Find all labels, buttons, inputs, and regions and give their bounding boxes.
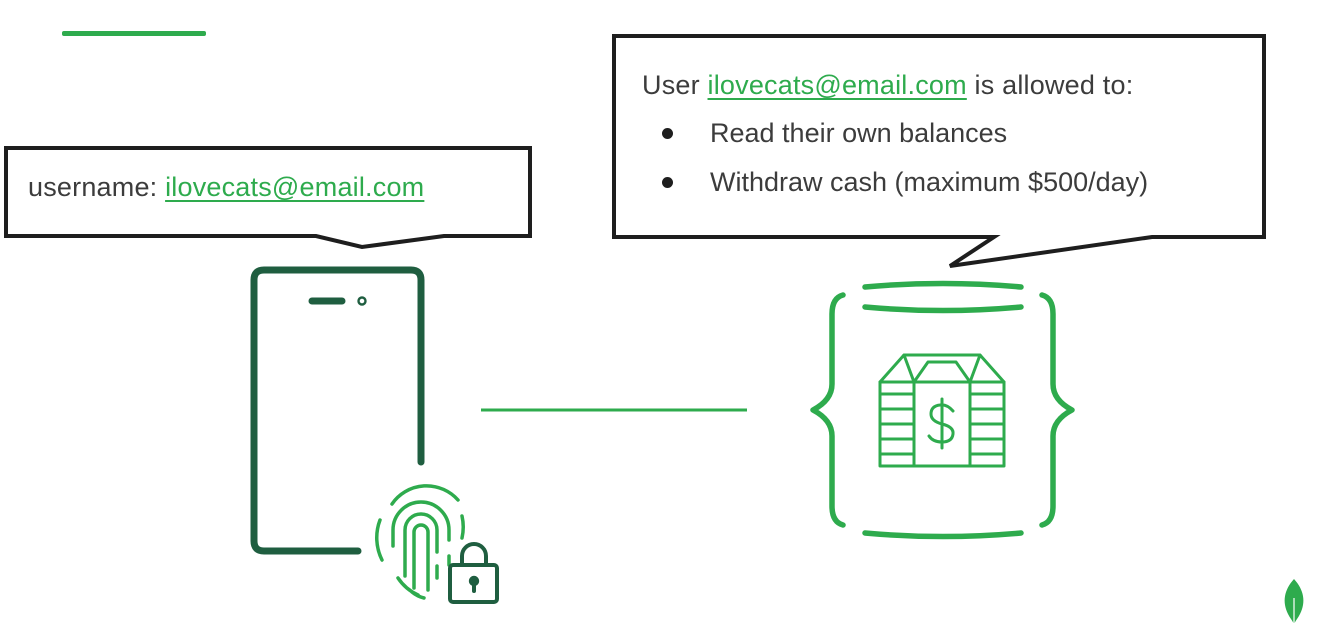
leaf-logo-icon <box>1284 579 1304 627</box>
accent-line <box>62 31 206 36</box>
permissions-suffix: is allowed to: <box>966 70 1134 100</box>
username-bubble: username: ilovecats@email.com <box>4 146 534 250</box>
database-braces-icon <box>810 280 1075 540</box>
lock-icon <box>448 542 499 604</box>
username-email-link[interactable]: ilovecats@email.com <box>165 172 425 202</box>
fingerprint-icon <box>375 484 465 600</box>
permission-label: Read their own balances <box>710 118 1008 148</box>
username-bubble-outline <box>4 146 532 250</box>
permissions-list: Read their own balances Withdraw cash (m… <box>656 118 1148 216</box>
permissions-prefix: User <box>642 70 708 100</box>
username-line: username: ilovecats@email.com <box>28 172 424 203</box>
username-label: username: <box>28 172 166 202</box>
permission-item-withdraw-cash: Withdraw cash (maximum $500/day) <box>656 167 1148 216</box>
permissions-email-link[interactable]: ilovecats@email.com <box>707 70 967 100</box>
phone-icon <box>250 266 425 555</box>
bullet-icon <box>662 177 673 188</box>
permissions-bubble-outline <box>612 34 1266 268</box>
permission-item-read-balances: Read their own balances <box>656 118 1148 167</box>
permissions-bubble: User ilovecats@email.com is allowed to: … <box>612 34 1268 270</box>
permissions-heading: User ilovecats@email.com is allowed to: <box>642 70 1133 101</box>
permission-label: Withdraw cash (maximum $500/day) <box>710 167 1149 197</box>
bullet-icon <box>662 128 673 139</box>
cash-stack-icon <box>878 353 1006 468</box>
